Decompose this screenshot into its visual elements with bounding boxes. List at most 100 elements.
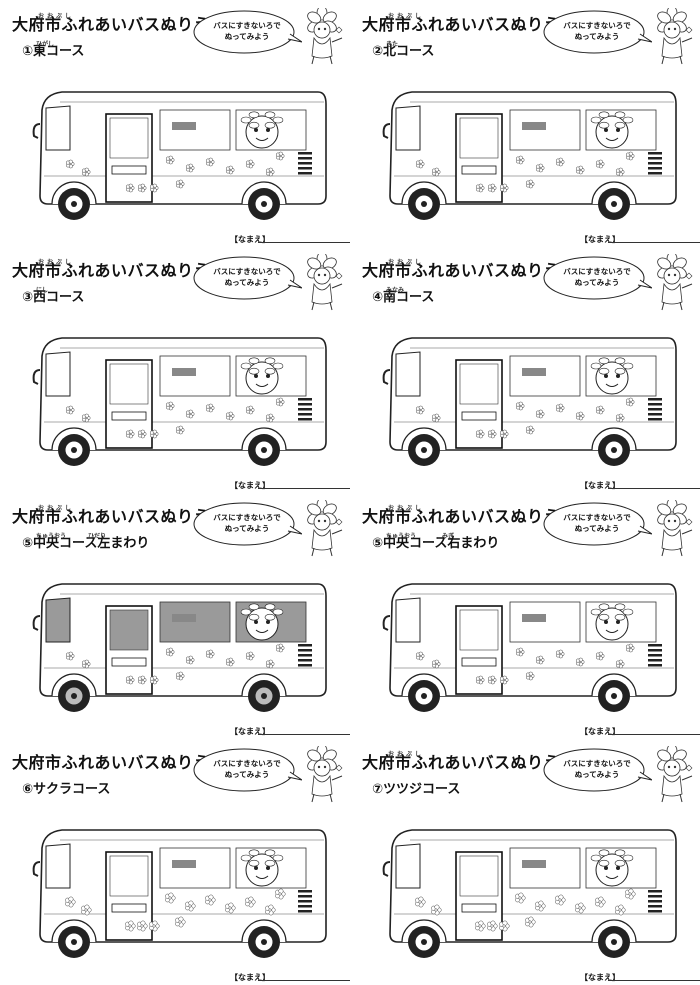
course-label: ひがし ①東コース [22, 38, 210, 59]
flower-icon [515, 892, 526, 904]
coloring-sheet: おおぶし 大府市ふれあいバスぬりえ みなみ ④南コース バスにすきないろで ぬっ… [350, 246, 700, 492]
flower-icon [516, 155, 525, 165]
side-window [159, 109, 231, 151]
flower-icon [476, 429, 485, 439]
name-line[interactable] [608, 488, 700, 489]
name-line[interactable] [608, 980, 700, 981]
speech-bubble-icon [543, 10, 652, 54]
flower-icon [476, 675, 485, 685]
wheel-icon [51, 919, 97, 958]
wheel-icon [51, 427, 97, 466]
coloring-sheet: おおぶし 大府市ふれあいバスぬりえ ひがし ①東コース バスにすきないろで ぬっ… [0, 0, 350, 246]
course-text: ⑤中央コース右まわり [372, 536, 500, 551]
sheet-title-text: 大府市ふれあいバスぬりえ [362, 753, 561, 772]
flower-icon [432, 659, 441, 669]
title-block: おおぶし 大府市ふれあいバスぬりえ ちゅうおう みぎ ⑤中央コース右まわり [362, 500, 560, 551]
flower-icon [226, 165, 235, 175]
bubble-line-2: ぬってみよう [224, 278, 270, 287]
bubble-text: バスにすきないろで ぬってみよう [546, 512, 648, 534]
flower-icon [431, 904, 442, 916]
name-line[interactable] [258, 242, 350, 243]
title-block: おおぶし 大府市ふれあいバスぬりえ きた ②北コース [362, 8, 560, 59]
sheet-title: おおぶし 大府市ふれあいバスぬりえ [12, 8, 210, 34]
character-icon [240, 603, 284, 641]
title-ruby: おおぶし [38, 259, 75, 266]
flower-icon [81, 904, 92, 916]
course-label: みなみ ④南コース [372, 284, 560, 305]
bubble-line-2: ぬってみよう [574, 524, 620, 533]
flower-icon [626, 643, 635, 653]
mascot-icon [307, 500, 343, 557]
sheet-title-text: 大府市ふれあいバスぬりえ [362, 261, 561, 280]
name-line[interactable] [608, 242, 700, 243]
flower-icon [556, 403, 565, 413]
name-label: 【なまえ】 [580, 973, 620, 982]
bubble-text: バスにすきないろで ぬってみよう [196, 266, 298, 288]
flower-icon [66, 405, 75, 415]
name-line[interactable] [258, 488, 350, 489]
flower-icon [206, 649, 215, 659]
route-sign [111, 903, 147, 913]
flower-icon [276, 643, 285, 653]
course-ruby: ひがし [36, 41, 55, 48]
route-sign [461, 903, 497, 913]
flower-icon [150, 675, 159, 685]
flower-icon [206, 403, 215, 413]
flower-icon [66, 651, 75, 661]
flower-icon [596, 651, 605, 661]
windshield [45, 597, 71, 643]
name-line[interactable] [258, 734, 350, 735]
flower-icon [126, 429, 135, 439]
course-ruby: にし [36, 287, 49, 294]
flower-icon [535, 900, 546, 912]
flower-icon [626, 397, 635, 407]
course-text: ⑤中央コース左まわり [22, 536, 150, 551]
flower-icon [536, 655, 545, 665]
name-line[interactable] [608, 734, 700, 735]
flower-icon [526, 425, 535, 435]
course-label: ちゅうおう みぎ ⑤中央コース右まわり [372, 530, 560, 551]
flower-icon [176, 671, 185, 681]
flower-icon [246, 405, 255, 415]
course-label: ちゅうおう ひだり ⑤中央コース左まわり [22, 530, 210, 551]
sheet-title-text: 大府市ふれあいバスぬりえ [12, 753, 211, 772]
bus-illustration [32, 829, 327, 958]
coloring-sheet: 大府市ふれあいバスぬりえ ⑥サクラコース バスにすきないろで ぬってみよう 【な… [0, 738, 350, 985]
flower-icon [150, 183, 159, 193]
flower-icon [499, 920, 510, 932]
flower-icon [266, 413, 275, 423]
sheet-title-text: 大府市ふれあいバスぬりえ [12, 261, 211, 280]
flower-icon [82, 167, 91, 177]
character-icon [590, 111, 634, 149]
flower-icon [166, 401, 175, 411]
flower-icon [536, 409, 545, 419]
flower-icon [525, 916, 536, 928]
windshield [45, 105, 71, 151]
mascot-icon [307, 746, 343, 803]
speech-bubble-icon [543, 748, 652, 792]
bus-illustration [32, 583, 327, 712]
title-ruby: おおぶし [388, 505, 425, 512]
wheel-icon [241, 427, 287, 466]
bubble-text: バスにすきないろで ぬってみよう [546, 758, 648, 780]
route-sign [111, 657, 147, 667]
flower-icon [475, 920, 486, 932]
bubble-text: バスにすきないろで ぬってみよう [546, 266, 648, 288]
sheet-title: おおぶし 大府市ふれあいバスぬりえ [12, 254, 210, 280]
mirror-icon [32, 861, 41, 877]
speech-bubble-icon [193, 256, 302, 300]
bubble-text: バスにすきないろで ぬってみよう [546, 20, 648, 42]
flower-icon [150, 429, 159, 439]
mascot-icon [657, 746, 693, 803]
flower-icon [526, 671, 535, 681]
bus-illustration [382, 91, 677, 220]
name-line[interactable] [258, 980, 350, 981]
flower-icon [82, 413, 91, 423]
mascot-icon [657, 500, 693, 557]
flower-icon [176, 179, 185, 189]
windshield [395, 105, 421, 151]
title-ruby: おおぶし [38, 13, 75, 20]
mascot-icon [657, 8, 693, 65]
bubble-line-1: バスにすきないろで [213, 21, 281, 30]
windshield [395, 597, 421, 643]
